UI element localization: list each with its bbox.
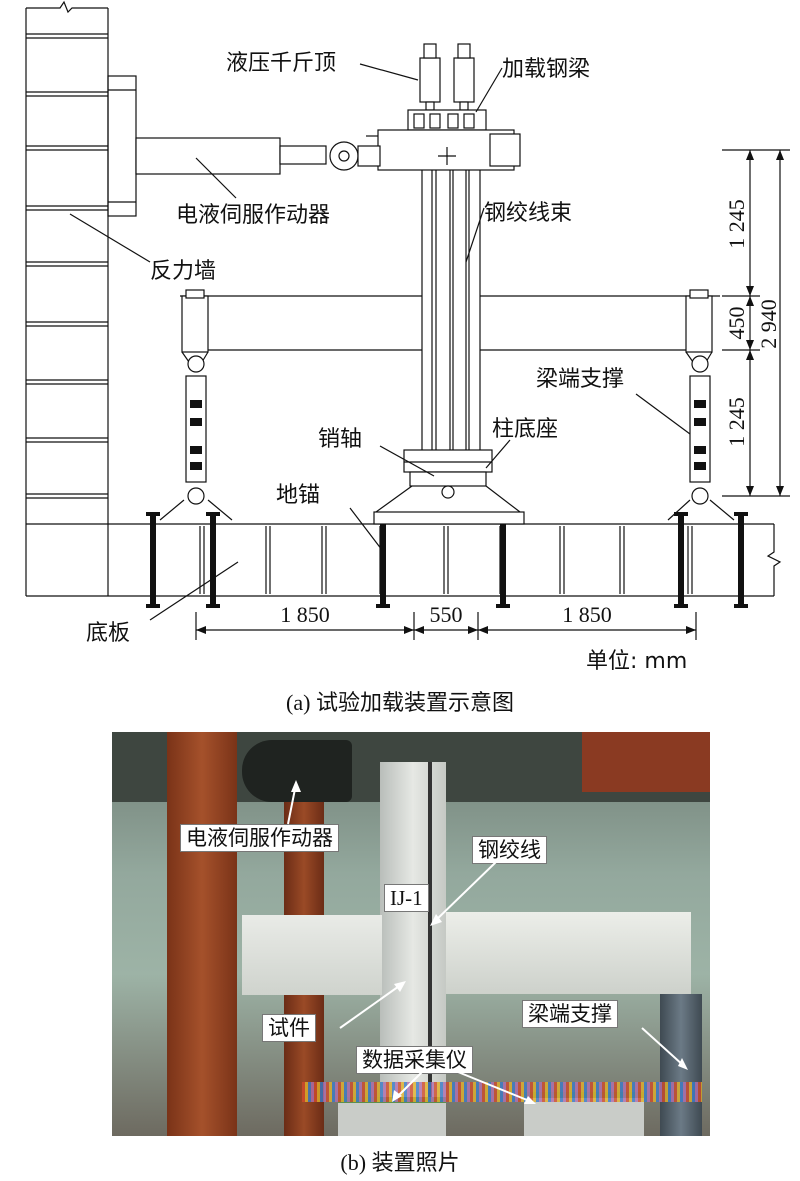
dim-w3: 1 850: [562, 602, 612, 627]
beam-end-support-right: [667, 289, 735, 521]
label-jack: 液压千斤顶: [226, 51, 336, 76]
vertical-dimensions: 1 245 450 1 245 2 940: [722, 149, 790, 497]
dim-h2: 450: [724, 307, 749, 340]
photo-label-specimen: 试件: [262, 1014, 316, 1042]
label-base-plate: 底板: [86, 621, 130, 646]
label-ground-anchor: 地锚: [276, 483, 320, 508]
photo-beam-left: [242, 915, 382, 995]
caption-b: (b) 装置照片: [340, 1150, 459, 1175]
label-beam-support: 梁端支撑: [536, 367, 624, 392]
specimen-column: [421, 168, 481, 450]
specimen-beams: [180, 295, 720, 351]
unit-note: 单位: mm: [586, 649, 687, 674]
column-base: [373, 449, 525, 525]
photo-label-specimen-id: IJ-1: [384, 884, 429, 912]
beam-end-support-left: [159, 289, 233, 521]
photo-strand-line: [428, 762, 432, 1136]
horizontal-dimensions: 1 850 550 1 850: [195, 602, 697, 640]
photo-label-strand: 钢绞线: [472, 836, 547, 864]
photo-label-data-logger: 数据采集仪: [356, 1046, 473, 1074]
reaction-wall: [25, 0, 137, 596]
caption-a: (a) 试验加载装置示意图: [286, 690, 514, 715]
photo-data-logger-1: [338, 1097, 446, 1136]
label-strand-bundle: 钢绞线束: [484, 201, 572, 226]
loading-steel-beam: [366, 109, 521, 171]
label-pin: 销轴: [318, 427, 362, 452]
label-reaction-wall: 反力墙: [150, 259, 216, 284]
dim-h1: 1 245: [724, 199, 749, 249]
actuator: [135, 137, 381, 175]
photo-wires: [302, 1082, 702, 1102]
dim-h3: 1 245: [724, 397, 749, 447]
label-actuator: 电液伺服作动器: [176, 203, 330, 228]
dim-w1: 1 850: [280, 602, 330, 627]
photo-reaction-column-1: [167, 732, 237, 1136]
dim-w2: 550: [430, 602, 463, 627]
setup-photo: 电液伺服作动器 钢绞线 IJ-1 试件 梁端支撑 数据采集仪: [112, 732, 710, 1136]
photo-label-actuator: 电液伺服作动器: [180, 824, 339, 852]
jacks: [419, 43, 475, 111]
leader-lines: [69, 63, 691, 621]
label-loading-steel-beam: 加载钢梁: [502, 57, 590, 82]
photo-label-beam-support: 梁端支撑: [522, 1000, 618, 1028]
base-plate: [26, 512, 782, 608]
photo-arrows: [287, 780, 688, 1104]
photo-red-frame: [582, 732, 710, 792]
photo-beam-right: [446, 912, 691, 994]
dim-total: 2 940: [756, 299, 781, 349]
label-column-base: 柱底座: [492, 417, 558, 442]
